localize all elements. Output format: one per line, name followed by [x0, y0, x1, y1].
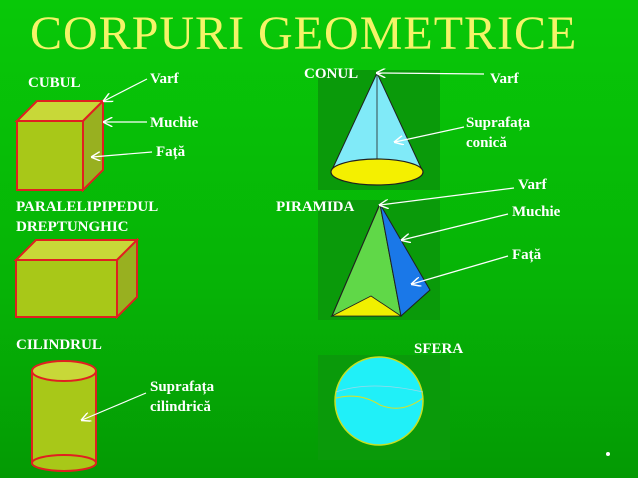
pyramid-figure [330, 202, 431, 317]
cuboid-name-line1: PARALELIPIPEDUL [16, 199, 159, 215]
slide-marker-dot [606, 452, 610, 456]
cylinder-surface-line1: Suprafața [150, 379, 215, 395]
cuboid-name-line2: DREPTUNGHIC [16, 219, 129, 235]
sphere-name-label: SFERA [414, 341, 464, 357]
cube-figure [14, 98, 106, 193]
cone-surface-line2: conică [466, 135, 507, 151]
slide-title: CORPURI GEOMETRICE [30, 7, 578, 60]
cuboid-figure [13, 237, 140, 320]
cube-edge-label: Muchie [150, 115, 199, 131]
cone-name-label: CONUL [304, 66, 359, 82]
pyramid-face-label: Față [512, 247, 542, 263]
cylinder-figure [31, 360, 97, 472]
cylinder-name-label: CILINDRUL [16, 337, 102, 353]
cylinder-surface-line2: cilindrică [150, 399, 211, 415]
cone-vertex-label: Varf [490, 71, 519, 87]
pyramid-edge-label: Muchie [512, 204, 561, 220]
cone-surface-line1: Suprafața [466, 115, 531, 131]
pyramid-vertex-label: Varf [518, 177, 547, 193]
sphere-figure [334, 356, 424, 446]
cube-vertex-label: Varf [150, 71, 179, 87]
cube-face-label: Față [156, 144, 186, 160]
pyramid-name-label: PIRAMIDA [276, 199, 355, 215]
cube-name-label: CUBUL [28, 75, 81, 91]
cone-figure [330, 71, 424, 186]
arrows [82, 73, 515, 420]
